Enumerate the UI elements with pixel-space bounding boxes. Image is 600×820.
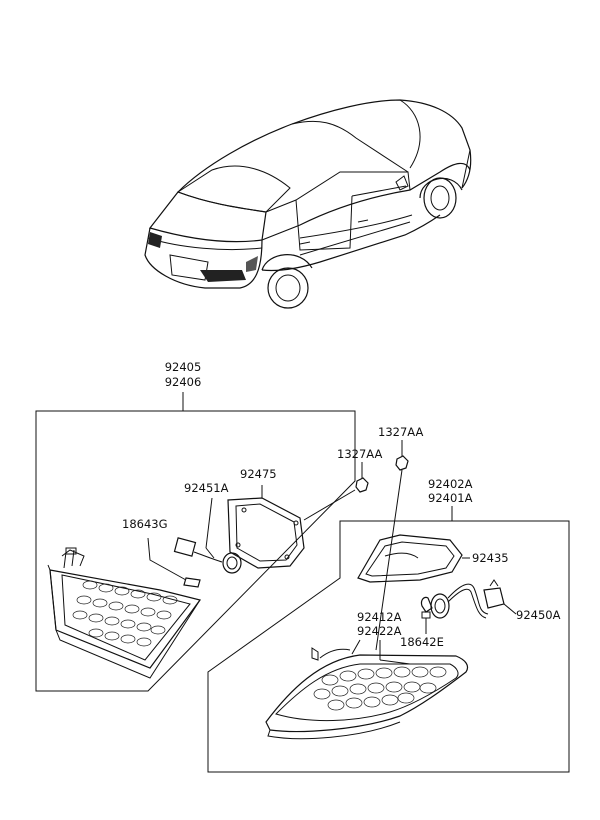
nut-1 bbox=[355, 462, 369, 493]
outer-gasket bbox=[357, 534, 470, 583]
label-1327AA-2: 1327AA bbox=[378, 425, 423, 439]
inner-bulb bbox=[147, 537, 201, 588]
label-92402A: 92402A bbox=[428, 477, 473, 491]
outer-socket-harness bbox=[430, 579, 517, 619]
lens-leader-lines bbox=[351, 639, 411, 665]
label-18643G: 18643G bbox=[122, 517, 168, 531]
label-92422A: 92422A bbox=[357, 624, 402, 638]
inner-lamp-unit bbox=[47, 547, 202, 679]
outer-lamp-frame bbox=[207, 506, 570, 773]
inner-socket-harness bbox=[173, 497, 242, 574]
label-92450A: 92450A bbox=[516, 608, 561, 622]
car-illustration bbox=[144, 99, 472, 309]
label-18642E: 18642E bbox=[400, 635, 444, 649]
label-92405: 92405 bbox=[165, 360, 202, 374]
inner-lamp-frame bbox=[35, 392, 356, 692]
label-92451A: 92451A bbox=[184, 481, 229, 495]
label-92475: 92475 bbox=[240, 467, 277, 481]
label-92406: 92406 bbox=[165, 375, 202, 389]
label-92435: 92435 bbox=[472, 551, 509, 565]
label-92401A: 92401A bbox=[428, 491, 473, 505]
label-92412A: 92412A bbox=[357, 610, 402, 624]
inner-gasket bbox=[227, 485, 356, 569]
outer-lamp-unit bbox=[265, 647, 469, 740]
outer-bulb bbox=[420, 596, 433, 634]
label-1327AA-1: 1327AA bbox=[337, 447, 382, 461]
nut-2 bbox=[375, 440, 409, 651]
